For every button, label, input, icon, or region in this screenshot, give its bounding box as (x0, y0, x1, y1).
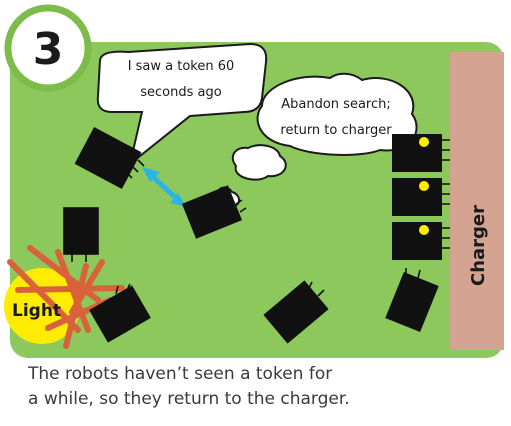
charger-strip (450, 52, 504, 350)
thought-line-2: return to charger (280, 123, 392, 138)
caption-line-2: a while, so they return to the charger. (28, 387, 498, 412)
thought-line-1: Abandon search; (281, 97, 391, 112)
charging-robots (392, 134, 450, 260)
caption: The robots haven’t seen a token for a wh… (28, 362, 498, 412)
charging-light (419, 181, 429, 191)
charger-label: Charger (468, 205, 489, 286)
robot (392, 178, 450, 216)
charging-light (419, 225, 429, 235)
robot (64, 208, 98, 262)
light-label: Light (12, 301, 61, 321)
robot (392, 222, 450, 260)
step-number: 3 (33, 24, 64, 75)
charging-light (419, 137, 429, 147)
robot (392, 134, 450, 172)
speech-line-2: seconds ago (140, 85, 221, 100)
caption-line-1: The robots haven’t seen a token for (28, 362, 498, 387)
speech-line-1: I saw a token 60 (128, 59, 235, 74)
